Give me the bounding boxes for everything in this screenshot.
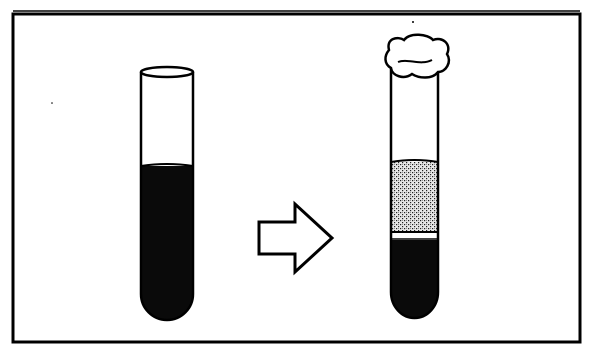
scan-speck bbox=[412, 21, 414, 23]
right-arrow-icon bbox=[259, 204, 332, 272]
right-test-tube bbox=[385, 35, 448, 318]
left-tube-liquid bbox=[141, 166, 193, 320]
right-tube-lower-layer bbox=[391, 240, 438, 318]
right-tube-upper-layer bbox=[391, 162, 438, 231]
frame-border bbox=[13, 14, 580, 342]
right-tube-stopper bbox=[385, 35, 448, 78]
right-tube-upper-meniscus bbox=[391, 160, 438, 162]
scan-speck bbox=[51, 102, 53, 104]
left-test-tube bbox=[141, 67, 193, 320]
left-tube-meniscus bbox=[141, 164, 193, 166]
left-tube-rim bbox=[141, 67, 193, 77]
